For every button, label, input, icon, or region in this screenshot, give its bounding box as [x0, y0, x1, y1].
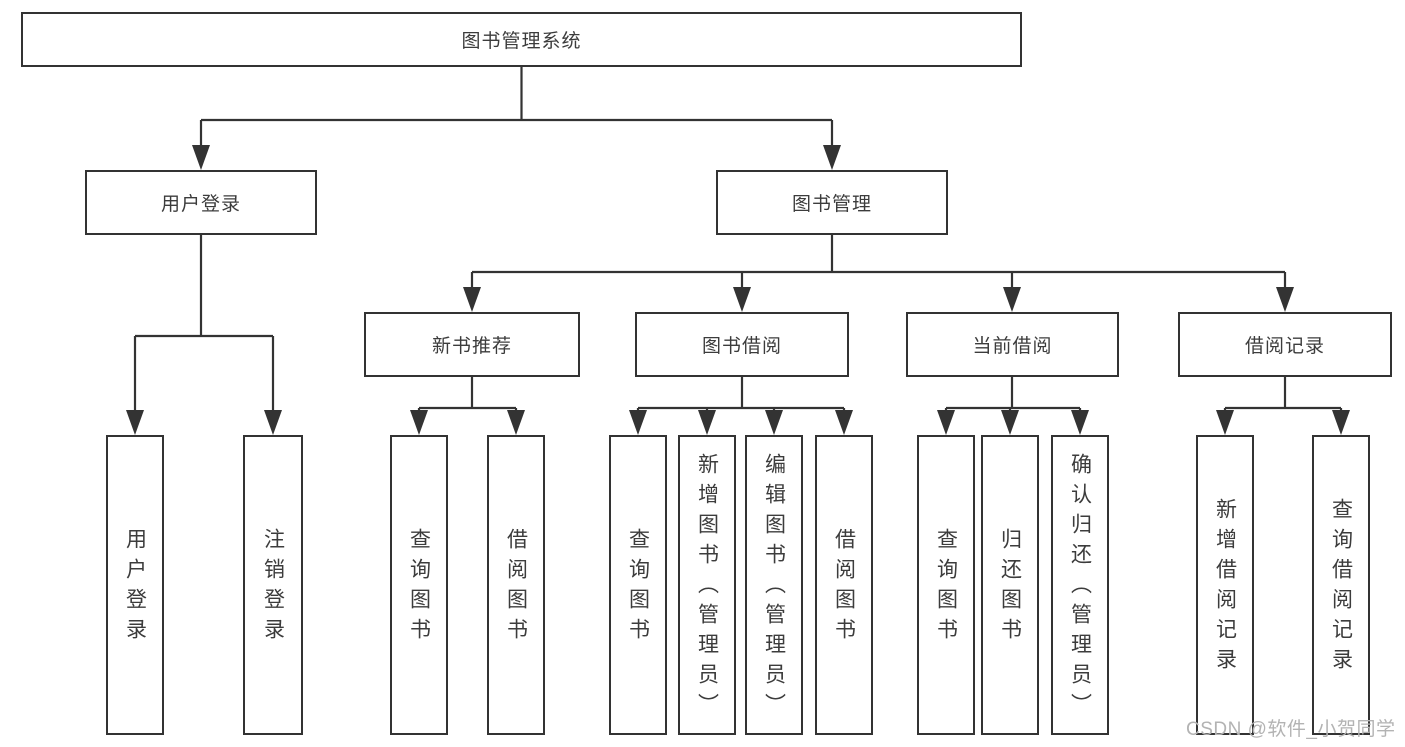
connector-records-to-leaves [1216, 377, 1350, 435]
connector-recommend-to-leaves [410, 377, 525, 435]
leaf-logout: 注销登录 [243, 435, 303, 735]
node-root-library-system: 图书管理系统 [21, 12, 1022, 67]
leaf-add-books-admin: 新增图书（管理员） [678, 435, 736, 735]
leaf-user-login: 用户登录 [106, 435, 164, 735]
connector-login-to-leaves [126, 235, 282, 435]
connector-root-to-level2 [192, 67, 841, 170]
node-book-management: 图书管理 [716, 170, 948, 235]
connector-management-to-level3 [463, 235, 1294, 312]
leaf-query-borrow-record: 查询借阅记录 [1312, 435, 1370, 735]
node-borrowing-records: 借阅记录 [1178, 312, 1392, 377]
leaf-borrow-books-borrowing: 借阅图书 [815, 435, 873, 735]
node-book-borrowing: 图书借阅 [635, 312, 849, 377]
leaf-query-books-recommend: 查询图书 [390, 435, 448, 735]
leaf-query-books-current: 查询图书 [917, 435, 975, 735]
connector-current-to-leaves [937, 377, 1089, 435]
leaf-return-books: 归还图书 [981, 435, 1039, 735]
node-current-borrowing: 当前借阅 [906, 312, 1119, 377]
leaf-confirm-return-admin: 确认归还（管理员） [1051, 435, 1109, 735]
node-user-login: 用户登录 [85, 170, 317, 235]
leaf-borrow-books-recommend: 借阅图书 [487, 435, 545, 735]
leaf-add-borrow-record: 新增借阅记录 [1196, 435, 1254, 735]
leaf-edit-books-admin: 编辑图书（管理员） [745, 435, 803, 735]
connector-borrowing-to-leaves [629, 377, 853, 435]
leaf-query-books-borrowing: 查询图书 [609, 435, 667, 735]
csdn-watermark: CSDN @软件_小贺同学 [1186, 719, 1396, 740]
node-new-book-recommend: 新书推荐 [364, 312, 580, 377]
